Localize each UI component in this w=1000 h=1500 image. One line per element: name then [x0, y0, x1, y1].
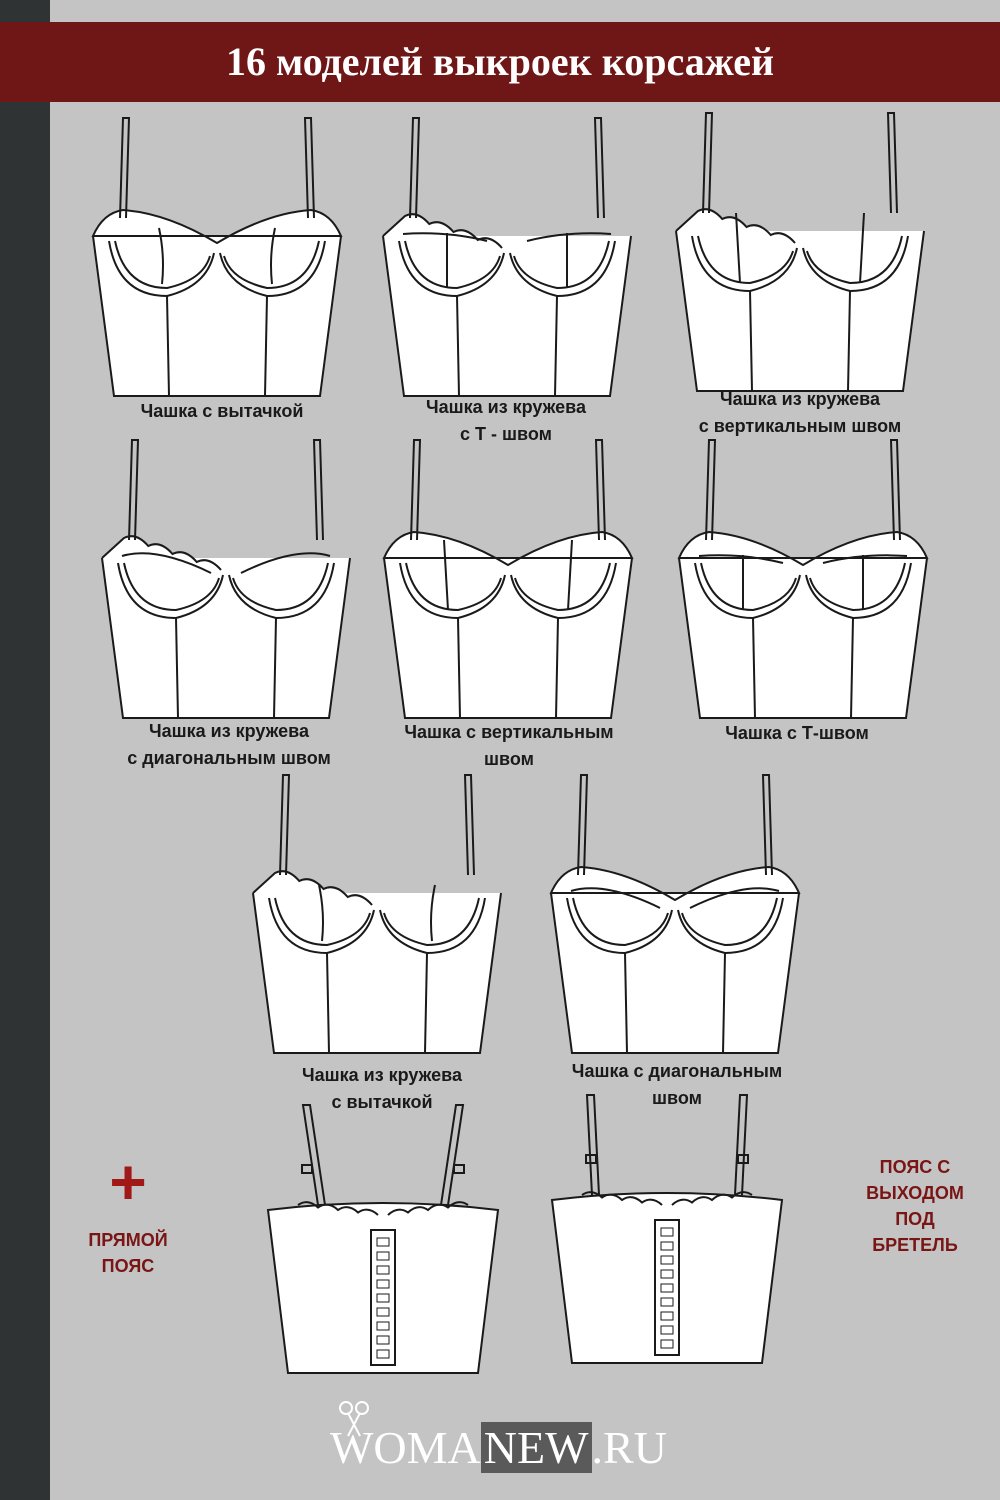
title-banner [0, 22, 1000, 102]
back-view-strap-belt [550, 1094, 784, 1364]
bustier-1 [91, 117, 343, 397]
bustier-3 [675, 112, 925, 392]
bustier-8 [549, 774, 801, 1054]
scissors-icon [339, 1401, 369, 1437]
page-title: 16 моделей выкроек корсажей [225, 39, 774, 84]
back-view-straight-belt [266, 1104, 500, 1374]
bustier-5 [382, 439, 634, 719]
caption-1: Чашка с вытачкой [140, 401, 304, 421]
bustier-2 [382, 117, 632, 397]
plus-icon: + [109, 1146, 147, 1218]
left-sidebar-strip [0, 0, 50, 1500]
caption-6: Чашка с Т-швом [725, 723, 869, 743]
bustier-4 [101, 439, 351, 719]
bustier-6 [677, 439, 929, 719]
site-logo: WOMANEW.RU [330, 1401, 730, 1478]
bustier-7 [252, 774, 502, 1054]
